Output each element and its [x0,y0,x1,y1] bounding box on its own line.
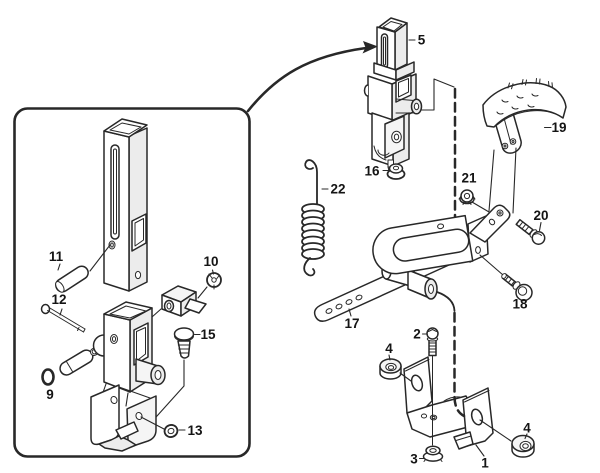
reference-lines-lower [436,291,466,418]
callout-5: 5 [418,33,426,48]
callout-16: 16 [364,164,380,179]
callout-4-left: 4 [385,341,393,356]
callout-11: 11 [49,249,64,264]
inset-panel: 11 10 12 [13,107,251,458]
callout-4-right: 4 [523,421,531,436]
callout-20: 20 [533,208,548,223]
part-3-nut [418,445,444,462]
callout-15: 15 [200,327,216,342]
part-4-grommet-right [479,419,535,458]
callout-17: 17 [344,316,359,331]
part-1-bracket [403,356,494,457]
callout-18: 18 [512,297,528,312]
part-5-mount-assembly [363,17,423,172]
inset-center-block [92,301,166,407]
part-4-grommet-left [379,354,412,382]
callout-12: 12 [51,292,66,307]
part-10-latch [151,269,222,318]
callout-19: 19 [551,120,566,135]
part-19-pedal-pad [482,78,567,214]
inset-upper-tube [103,118,148,292]
callout-21: 21 [461,171,477,186]
part-18-bolt [479,254,533,302]
callout-13: 13 [187,423,203,438]
part-9-oring [41,368,55,386]
callout-22: 22 [330,182,345,197]
part-2-bolt [421,327,439,446]
part-13-nut [163,424,186,438]
part-16-nut [382,163,406,180]
inset-u-bracket [90,384,165,452]
callout-10: 10 [203,254,218,269]
part-12-pin [40,303,86,333]
callout-2: 2 [413,327,421,342]
inset-arrow [246,41,378,113]
callout-1: 1 [481,456,489,471]
part-11-spacer [55,244,111,293]
part-17-lever-assembly [313,204,511,322]
callout-9: 9 [46,387,54,402]
part-20-bolt [515,218,546,245]
part-15-plug [147,327,201,427]
reference-lines-upper [421,78,457,241]
callout-3: 3 [410,452,418,467]
part-22-spring [301,159,329,277]
part-21-nut [458,189,490,213]
